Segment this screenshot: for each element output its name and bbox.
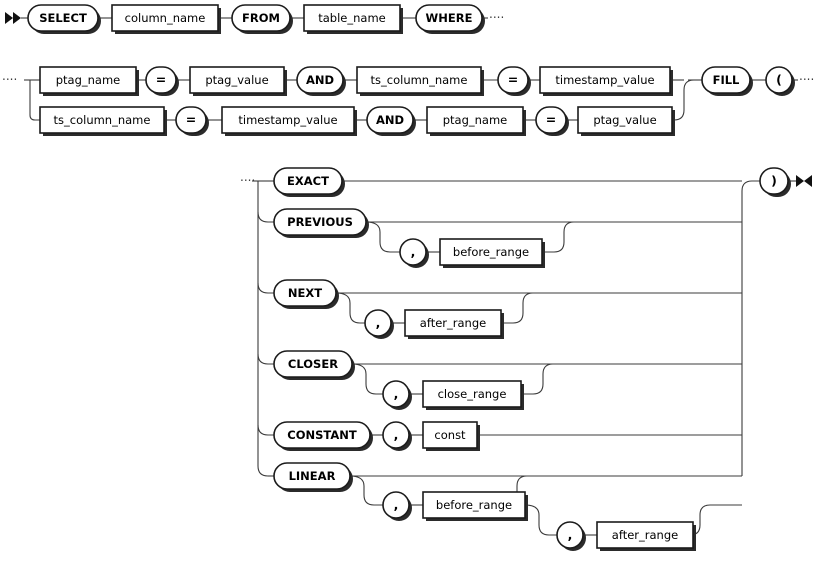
node-label: EXACT (287, 174, 329, 188)
fill-arg-close-range: close_range (422, 380, 524, 410)
fill-option-linear: LINEAR (273, 462, 353, 492)
node-label: timestamp_value (238, 113, 337, 127)
row1-select: SELECT (27, 4, 101, 34)
continuation-dots: ···· (240, 174, 255, 188)
row2a-ptag-name: ptag_name (39, 66, 139, 96)
fill-arg-before-range: before_range (422, 491, 528, 521)
row2b-ptag-name: ptag_name (426, 106, 526, 136)
node-label: FILL (713, 73, 740, 87)
node-label: close_range (438, 387, 507, 401)
comma-: , (364, 309, 394, 339)
comma-: , (382, 491, 412, 521)
row2b-ts-column-name: ts_column_name (39, 106, 167, 136)
node-label: AND (306, 73, 334, 87)
row2b-: = (175, 106, 209, 136)
node-label: ptag_value (205, 73, 268, 87)
node-label: FROM (242, 11, 280, 25)
comma-: , (382, 380, 412, 410)
row2tail-fill: FILL (701, 66, 753, 96)
node-label: = (186, 112, 196, 127)
row2a-: = (145, 66, 179, 96)
node-label: NEXT (288, 286, 322, 300)
node-label: = (156, 72, 166, 87)
comma-: , (382, 421, 412, 451)
node-label: AND (376, 113, 404, 127)
node-label: = (508, 72, 518, 87)
fill-arg-after-range: after_range (596, 521, 696, 551)
fill-option-constant: CONSTANT (273, 421, 373, 451)
row1-column-name: column_name (111, 4, 221, 34)
node-label: SELECT (39, 11, 87, 25)
row2b-timestamp-value: timestamp_value (221, 106, 357, 136)
row1-table-name: table_name (303, 4, 403, 34)
start-marker-icon (5, 12, 21, 24)
fill-option-previous: PREVIOUS (273, 208, 369, 238)
railroad-nodes: SELECT column_name FROM table_name WHERE ····… (2, 4, 814, 551)
node-label: column_name (125, 11, 206, 25)
node-label: PREVIOUS (287, 215, 353, 229)
node-label: ts_column_name (371, 73, 468, 87)
node-label: ptag_name (443, 113, 508, 127)
fill-close-: ) (759, 167, 791, 197)
node-label: , (411, 244, 416, 259)
row2a-ptag-value: ptag_value (189, 66, 287, 96)
row2b-ptag-value: ptag_value (577, 106, 675, 136)
row1-where: WHERE (415, 4, 485, 34)
node-label: timestamp_value (555, 73, 654, 87)
continuation-dots: ···· (489, 11, 504, 25)
comma-: , (556, 521, 586, 551)
node-label: ) (771, 173, 777, 188)
node-label: before_range (436, 498, 512, 512)
node-label: ptag_name (56, 73, 121, 87)
node-label: , (394, 427, 399, 442)
node-label: CONSTANT (287, 428, 357, 442)
fill-option-exact: EXACT (273, 167, 345, 197)
fill-option-next: NEXT (273, 279, 339, 309)
node-label: table_name (318, 11, 386, 25)
row2a-timestamp-value: timestamp_value (539, 66, 673, 96)
fill-arg-before-range: before_range (439, 238, 545, 268)
node-label: WHERE (426, 11, 473, 25)
row2a-ts-column-name: ts_column_name (356, 66, 484, 96)
node-label: before_range (453, 245, 529, 259)
row2b-: = (535, 106, 569, 136)
node-label: LINEAR (289, 469, 336, 483)
node-label: after_range (420, 316, 486, 330)
node-label: ptag_value (593, 113, 656, 127)
row2tail-: ( (765, 66, 795, 96)
row1-from: FROM (231, 4, 293, 34)
continuation-dots: ···· (799, 73, 814, 87)
node-label: CLOSER (288, 357, 338, 371)
fill-option-closer: CLOSER (273, 350, 355, 380)
node-label: , (568, 527, 573, 542)
row2b-and: AND (366, 106, 416, 136)
node-label: ts_column_name (54, 113, 151, 127)
node-label: , (376, 315, 381, 330)
fill-arg-after-range: after_range (404, 309, 504, 339)
node-label: ( (776, 72, 782, 87)
end-marker-icon (796, 175, 812, 187)
fill-arg-const: const (422, 421, 480, 451)
continuation-dots: ···· (2, 73, 17, 87)
row2a-: = (497, 66, 531, 96)
node-label: after_range (612, 528, 678, 542)
node-label: const (434, 428, 466, 442)
node-label: , (394, 386, 399, 401)
comma-: , (399, 238, 429, 268)
node-label: , (394, 497, 399, 512)
row2a-and: AND (296, 66, 346, 96)
railroad-track-lines (21, 17, 798, 536)
node-label: = (546, 112, 556, 127)
